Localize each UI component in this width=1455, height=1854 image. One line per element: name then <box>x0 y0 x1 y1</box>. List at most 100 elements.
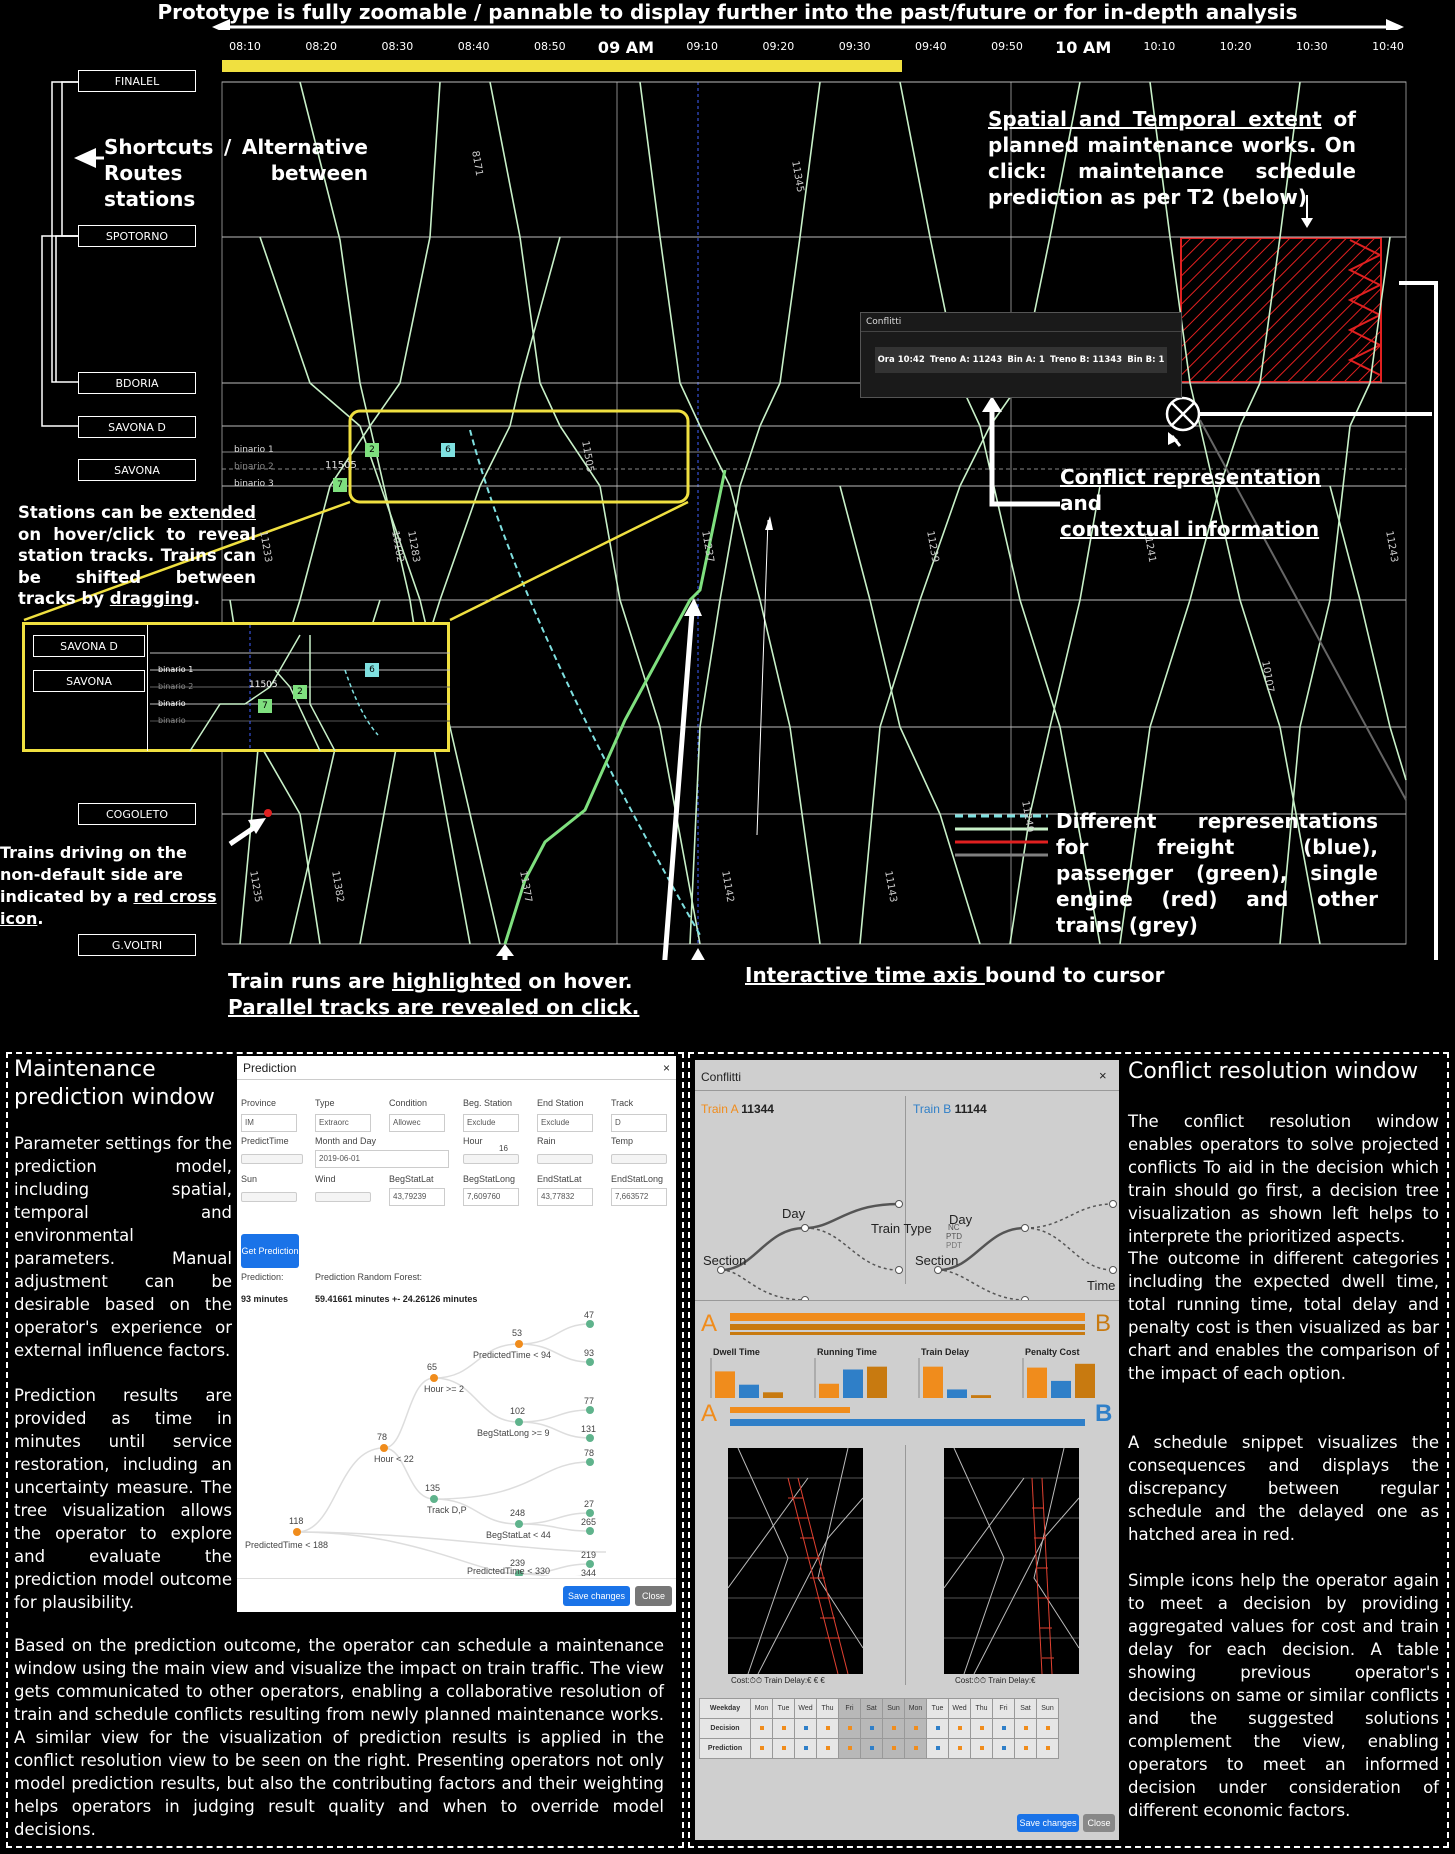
coord-input[interactable]: 43,77832 <box>537 1188 593 1206</box>
conflict-panel-title: Conflict resolution window <box>1128 1059 1419 1084</box>
train-marker[interactable]: 7 <box>333 478 347 492</box>
param-label: PredictTime <box>241 1136 289 1146</box>
table-cell[interactable] <box>926 1718 949 1739</box>
passenger-train-run <box>1149 81 1321 945</box>
schedule-snippet-a[interactable] <box>728 1448 863 1674</box>
param-select[interactable]: Extraorc <box>315 1114 371 1132</box>
option-b-label-a[interactable]: A <box>701 1400 718 1427</box>
station-cogoleto[interactable]: COGOLETO <box>78 803 196 825</box>
option-a-label[interactable]: A <box>701 1310 718 1337</box>
maintenance-panel-p1: Parameter settings for the prediction mo… <box>14 1134 232 1360</box>
coord-input[interactable]: 43,79239 <box>389 1188 445 1206</box>
param-select[interactable]: Exclude <box>537 1114 593 1132</box>
table-cell[interactable] <box>948 1738 971 1759</box>
train-marker[interactable]: 2 <box>365 443 379 457</box>
close-button[interactable]: Close <box>635 1586 672 1606</box>
conflict-popup[interactable]: Conflitti Ora 10:42 Treno A: 11243 Bin A… <box>860 312 1182 398</box>
station-savona-d[interactable]: SAVONA D <box>78 416 196 438</box>
close-icon[interactable]: × <box>1099 1068 1107 1083</box>
table-cell[interactable] <box>1036 1738 1059 1759</box>
table-cell[interactable] <box>794 1738 817 1759</box>
option-b-label[interactable]: B <box>1095 1400 1113 1427</box>
conflict-panel-p1: The conflict resolution window enables o… <box>1128 1112 1439 1246</box>
param-slider[interactable] <box>611 1154 667 1164</box>
station-bdoria[interactable]: BDORIA <box>78 372 196 394</box>
table-cell[interactable] <box>750 1718 773 1739</box>
inset-station-savona-d[interactable]: SAVONA D <box>33 635 145 657</box>
maintenance-panel <box>6 1052 684 1848</box>
prediction-label: Prediction: <box>241 1272 284 1282</box>
inset-marker[interactable]: 6 <box>365 663 379 677</box>
train-type-legend <box>955 814 1048 857</box>
coord-input[interactable]: 7,609760 <box>463 1188 519 1206</box>
table-cell[interactable] <box>970 1718 993 1739</box>
param-select[interactable]: D <box>611 1114 667 1132</box>
save-changes-button[interactable]: Save changes <box>563 1586 630 1606</box>
table-cell[interactable] <box>750 1738 773 1759</box>
param-slider[interactable] <box>537 1154 593 1164</box>
station-savona[interactable]: SAVONA <box>78 459 196 481</box>
shortcut-routes <box>41 81 78 427</box>
param-slider[interactable] <box>241 1192 297 1202</box>
inset-marker[interactable]: 7 <box>258 699 272 713</box>
param-slider[interactable] <box>463 1154 519 1164</box>
inset-track-1: binario 1 <box>158 665 194 674</box>
table-cell[interactable] <box>772 1718 795 1739</box>
param-label: Month and Day <box>315 1136 377 1146</box>
param-select[interactable]: Allowec <box>389 1114 445 1132</box>
table-row-label: Decision <box>699 1718 751 1739</box>
table-cell[interactable] <box>904 1738 927 1759</box>
table-cell[interactable] <box>926 1738 949 1759</box>
option-a-label-b[interactable]: B <box>1095 1310 1112 1337</box>
param-slider[interactable] <box>241 1154 303 1164</box>
param-select[interactable]: Exclude <box>463 1114 519 1132</box>
param-select[interactable]: IM <box>241 1114 297 1132</box>
table-cell[interactable] <box>860 1738 883 1759</box>
coord-input[interactable]: 7,663572 <box>611 1188 667 1206</box>
table-cell[interactable] <box>860 1718 883 1739</box>
table-cell[interactable] <box>992 1718 1015 1739</box>
table-cell[interactable] <box>772 1738 795 1759</box>
table-cell[interactable] <box>904 1718 927 1739</box>
station-spotorno[interactable]: SPOTORNO <box>78 225 196 247</box>
table-cell[interactable] <box>816 1738 839 1759</box>
get-prediction-button[interactable]: Get Prediction <box>241 1234 299 1268</box>
table-cell[interactable] <box>992 1738 1015 1759</box>
conflict-time: Ora 10:42 <box>877 355 925 365</box>
decision-trees[interactable]: Section Day Train Type Day Section Time … <box>695 1120 1119 1300</box>
table-cell[interactable] <box>838 1738 861 1759</box>
table-cell[interactable] <box>882 1738 905 1759</box>
train-marker[interactable]: 6 <box>441 443 455 457</box>
close-button[interactable]: Close <box>1083 1814 1115 1832</box>
param-slider[interactable] <box>315 1192 371 1202</box>
maintenance-area[interactable] <box>1180 237 1382 383</box>
table-cell[interactable] <box>816 1718 839 1739</box>
conflict-window[interactable]: Conflitti × Train A 11344 Train B 11144 … <box>695 1060 1119 1840</box>
table-cell[interactable] <box>794 1718 817 1739</box>
table-cell[interactable] <box>948 1718 971 1739</box>
table-cell[interactable] <box>970 1738 993 1759</box>
param-label: Hour <box>463 1136 483 1146</box>
banner-text: Prototype is fully zoomable / pannable t… <box>157 0 1298 24</box>
train-b-header: Train B 11144 <box>913 1102 987 1116</box>
close-icon[interactable]: × <box>662 1061 670 1075</box>
station-inset[interactable]: SAVONA D SAVONA binario 1 binario 2 bina… <box>22 622 450 752</box>
station-g-voltri[interactable]: G.VOLTRI <box>78 934 196 956</box>
prediction-tree[interactable]: 118 PredictedTime < 188 78 Hour < 22 65 … <box>237 1306 676 1576</box>
table-cell[interactable] <box>1036 1718 1059 1739</box>
date-input[interactable]: 2019-06-01 <box>315 1150 449 1168</box>
conflict-icon[interactable] <box>1165 396 1201 432</box>
table-cell[interactable] <box>882 1718 905 1739</box>
save-changes-button[interactable]: Save changes <box>1017 1814 1079 1832</box>
table-cell[interactable] <box>1014 1738 1037 1759</box>
maintenance-panel-p3: Based on the prediction outcome, the ope… <box>14 1636 664 1839</box>
station-finalel[interactable]: FINALEL <box>78 70 196 92</box>
inset-marker[interactable]: 2 <box>293 685 307 699</box>
table-cell[interactable] <box>838 1718 861 1739</box>
inset-station-savona[interactable]: SAVONA <box>33 670 145 692</box>
table-cell[interactable] <box>1014 1718 1037 1739</box>
station-zoom-box[interactable] <box>348 409 690 504</box>
schedule-snippet-b[interactable] <box>944 1448 1079 1674</box>
